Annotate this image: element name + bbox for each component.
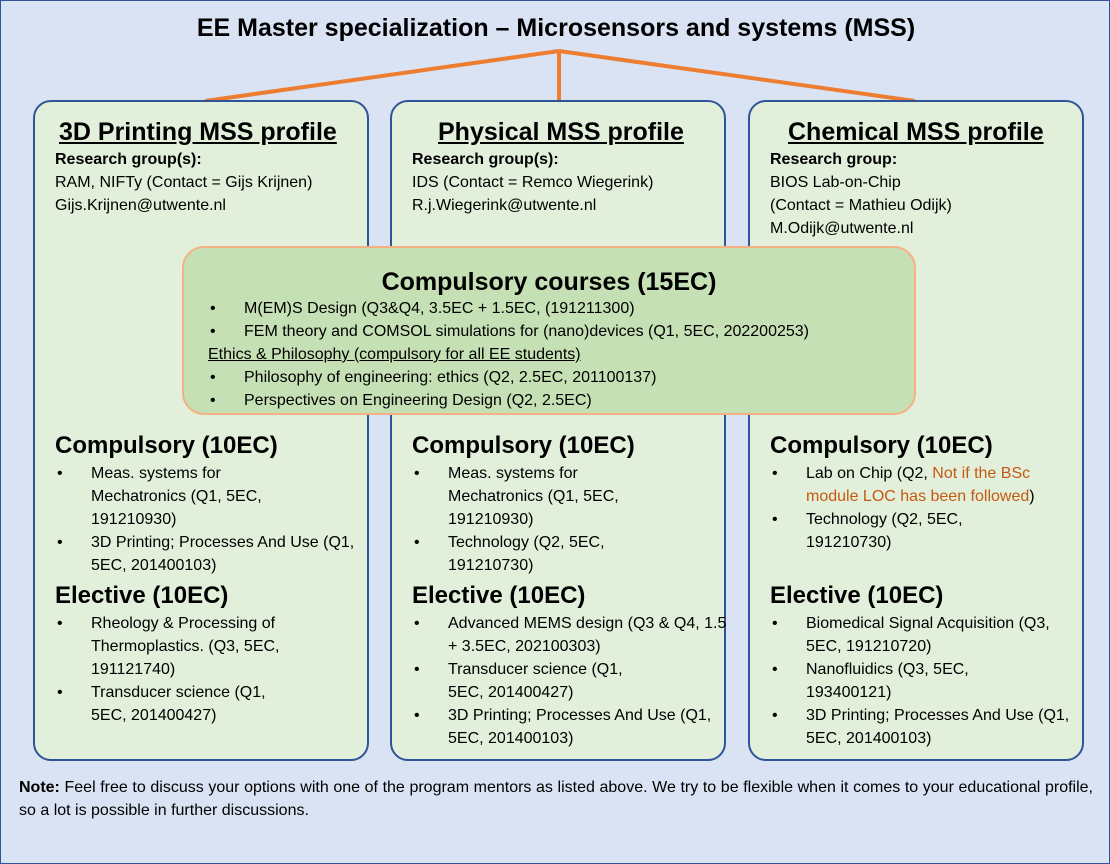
research-group-contact: (Contact = Mathieu Odijk): [770, 197, 952, 214]
footer-note: Note: Feel free to discuss your options …: [19, 776, 1093, 822]
loc-warning: Not if the BSc module LOC has been follo…: [806, 465, 1031, 505]
profile-title: Chemical MSS profile: [788, 118, 1044, 146]
elective-section: Elective (10EC) Advanced MEMS design (Q3…: [412, 581, 732, 750]
compulsory-list: Meas. systems for Mechatronics (Q1, 5EC,…: [55, 462, 375, 577]
list-item: 3D Printing; Processes And Use (Q1, 5EC,…: [412, 704, 738, 750]
connector-lines: [204, 49, 916, 103]
elective-list: Advanced MEMS design (Q3 & Q4, 1.5 + 3.5…: [412, 612, 732, 750]
research-groups: Research group(s): RAM, NIFTy (Contact =…: [55, 148, 367, 217]
list-item: Transducer science (Q1, 5EC, 201400427): [55, 681, 301, 727]
compulsory-courses-box: Compulsory courses (15EC) M(EM)S Design …: [182, 246, 916, 415]
compulsory-list: Meas. systems for Mechatronics (Q1, 5EC,…: [412, 462, 732, 577]
note-label: Note:: [19, 779, 60, 796]
list-item: FEM theory and COMSOL simulations for (n…: [208, 320, 914, 343]
profile-physical: Physical MSS profile Research group(s): …: [390, 100, 726, 761]
list-item: Philosophy of engineering: ethics (Q2, 2…: [208, 366, 914, 389]
note-text: Feel free to discuss your options with o…: [19, 779, 1093, 819]
list-item: Advanced MEMS design (Q3 & Q4, 1.5 + 3.5…: [412, 612, 728, 658]
connector-right: [558, 49, 916, 103]
compulsory-section: Compulsory (10EC) Lab on Chip (Q2, Not i…: [770, 431, 1090, 554]
ethics-list: Philosophy of engineering: ethics (Q2, 2…: [208, 366, 914, 412]
compulsory-courses-body: M(EM)S Design (Q3&Q4, 3.5EC + 1.5EC, (19…: [208, 297, 914, 412]
page-title: EE Master specialization – Microsensors …: [196, 14, 916, 42]
contact-email: R.j.Wiegerink@utwente.nl: [412, 197, 597, 214]
list-item: Lab on Chip (Q2, Not if the BSc module L…: [770, 462, 1066, 508]
elective-heading: Elective (10EC): [770, 582, 944, 609]
list-item: Biomedical Signal Acquisition (Q3, 5EC, …: [770, 612, 1076, 658]
research-group-line: RAM, NIFTy (Contact = Gijs Krijnen): [55, 174, 313, 191]
list-item: Rheology & Processing of Thermoplastics.…: [55, 612, 341, 681]
research-group-line: BIOS Lab-on-Chip: [770, 174, 901, 191]
research-groups: Research group: BIOS Lab-on-Chip (Contac…: [770, 148, 1082, 240]
research-group-label: Research group:: [770, 151, 898, 168]
contact-email: M.Odijk@utwente.nl: [770, 220, 914, 237]
profile-chemical: Chemical MSS profile Research group: BIO…: [748, 100, 1084, 761]
list-item: Technology (Q2, 5EC, 191210730): [412, 531, 658, 577]
elective-list: Biomedical Signal Acquisition (Q3, 5EC, …: [770, 612, 1090, 750]
elective-list: Rheology & Processing of Thermoplastics.…: [55, 612, 375, 727]
list-item: Nanofluidics (Q3, 5EC, 193400121): [770, 658, 1016, 704]
list-item: Meas. systems for Mechatronics (Q1, 5EC,…: [412, 462, 658, 531]
elective-section: Elective (10EC) Biomedical Signal Acquis…: [770, 581, 1090, 750]
list-item: Perspectives on Engineering Design (Q2, …: [208, 389, 914, 412]
elective-section: Elective (10EC) Rheology & Processing of…: [55, 581, 375, 727]
contact-email: Gijs.Krijnen@utwente.nl: [55, 197, 226, 214]
compulsory-list: Lab on Chip (Q2, Not if the BSc module L…: [770, 462, 1090, 554]
list-item: Technology (Q2, 5EC, 191210730): [770, 508, 1016, 554]
compulsory-section: Compulsory (10EC) Meas. systems for Mech…: [55, 431, 375, 577]
ethics-heading: Ethics & Philosophy (compulsory for all …: [208, 346, 581, 363]
lab-on-chip-suffix: ): [1029, 488, 1035, 505]
connector-left: [204, 49, 560, 103]
profile-title: 3D Printing MSS profile: [59, 118, 337, 146]
elective-heading: Elective (10EC): [55, 582, 229, 609]
compulsory-courses-list: M(EM)S Design (Q3&Q4, 3.5EC + 1.5EC, (19…: [208, 297, 914, 343]
compulsory-heading: Compulsory (10EC): [770, 432, 993, 459]
compulsory-courses-title: Compulsory courses (15EC): [381, 268, 717, 296]
list-item: 3D Printing; Processes And Use (Q1, 5EC,…: [55, 531, 375, 577]
compulsory-heading: Compulsory (10EC): [55, 432, 278, 459]
list-item: 3D Printing; Processes And Use (Q1, 5EC,…: [770, 704, 1096, 750]
list-item: M(EM)S Design (Q3&Q4, 3.5EC + 1.5EC, (19…: [208, 297, 914, 320]
research-groups: Research group(s): IDS (Contact = Remco …: [412, 148, 724, 217]
research-group-label: Research group(s):: [412, 151, 559, 168]
profile-3d-printing: 3D Printing MSS profile Research group(s…: [33, 100, 369, 761]
profile-title: Physical MSS profile: [438, 118, 684, 146]
research-group-label: Research group(s):: [55, 151, 202, 168]
list-item: Meas. systems for Mechatronics (Q1, 5EC,…: [55, 462, 301, 531]
research-group-line: IDS (Contact = Remco Wiegerink): [412, 174, 654, 191]
compulsory-heading: Compulsory (10EC): [412, 432, 635, 459]
lab-on-chip-course: Lab on Chip (Q2,: [806, 465, 933, 482]
compulsory-section: Compulsory (10EC) Meas. systems for Mech…: [412, 431, 732, 577]
list-item: Transducer science (Q1, 5EC, 201400427): [412, 658, 658, 704]
elective-heading: Elective (10EC): [412, 582, 586, 609]
